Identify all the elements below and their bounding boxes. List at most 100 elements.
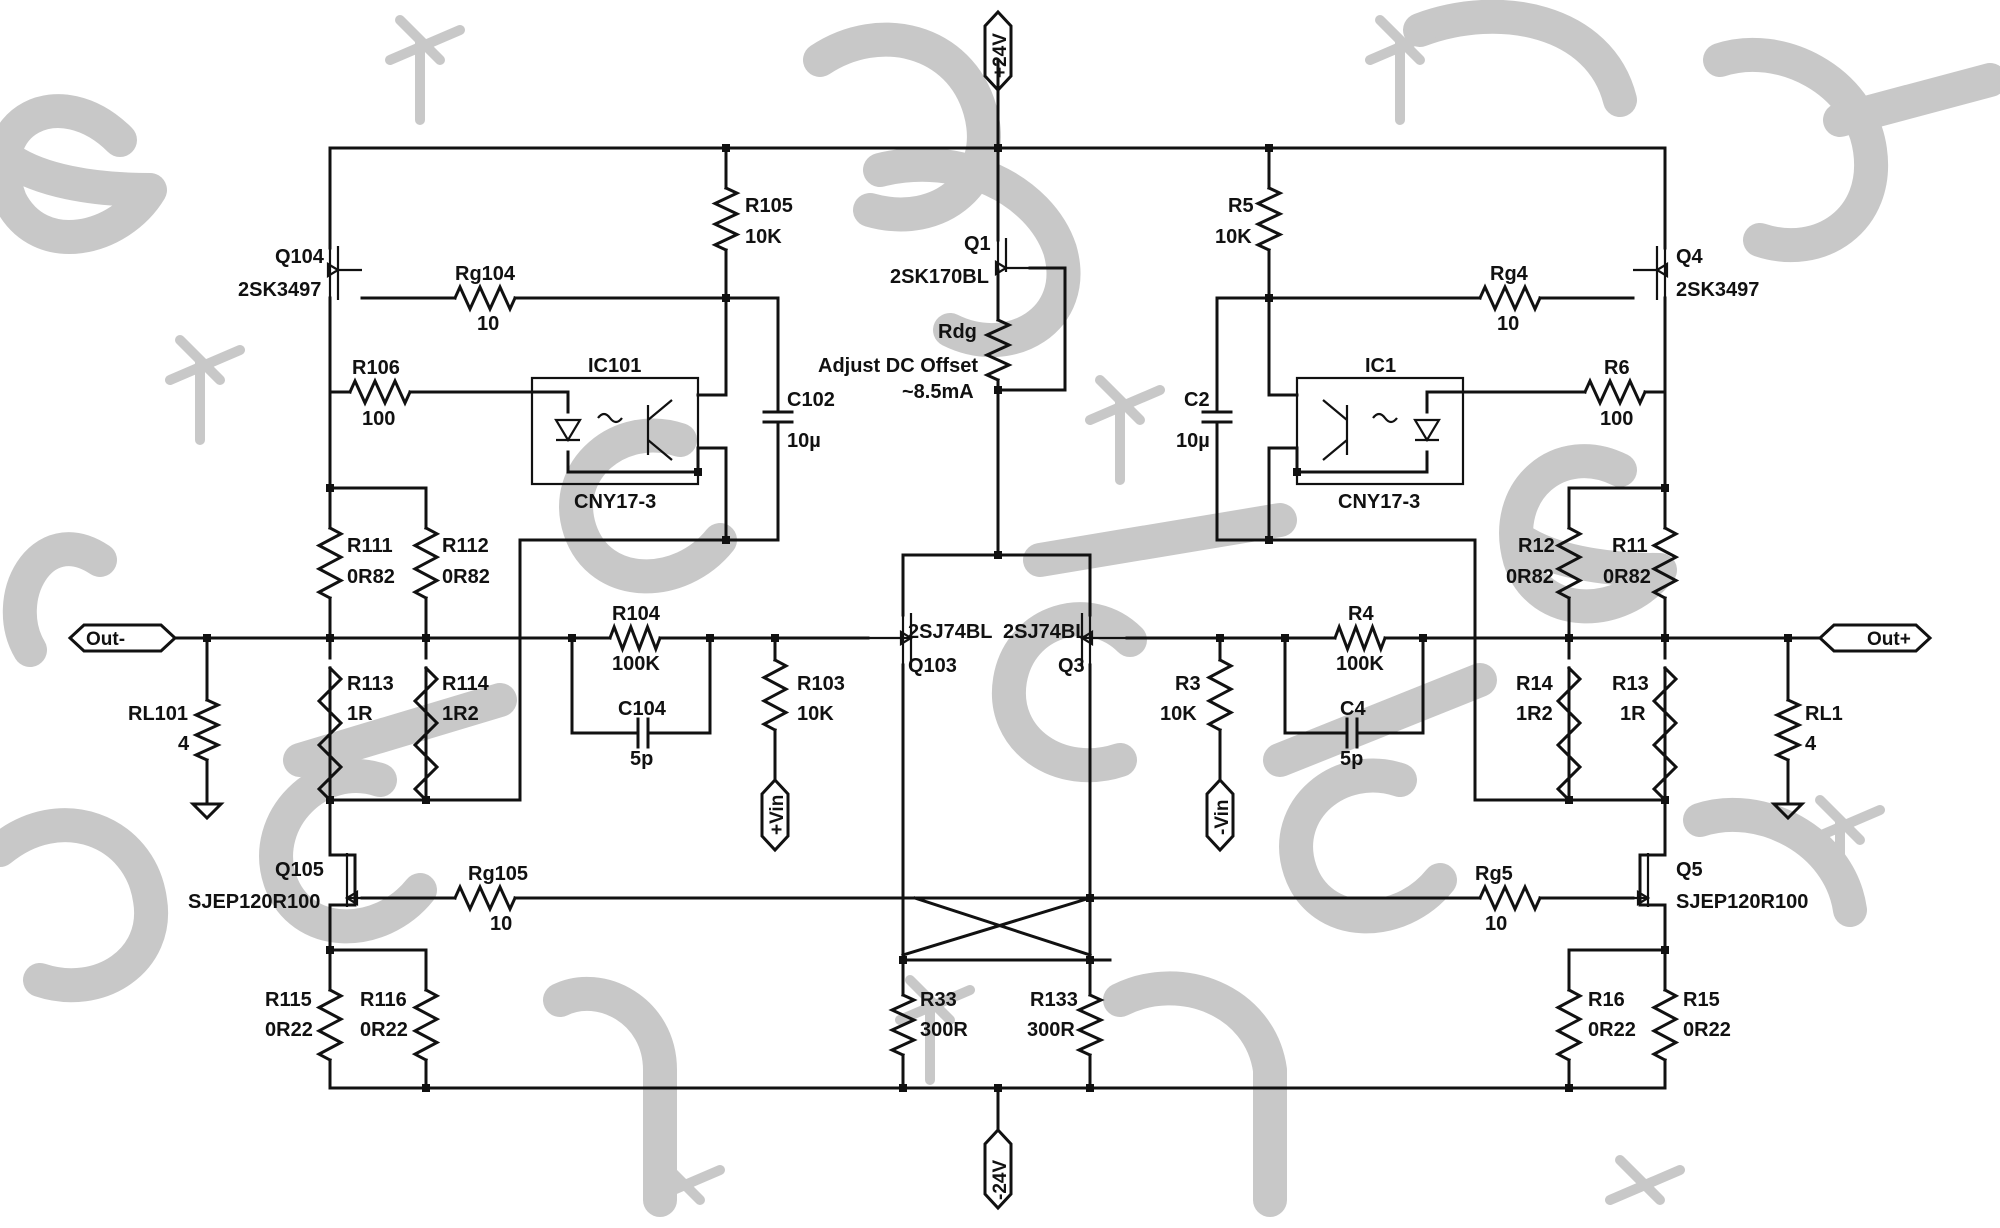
q4-val: 2SK3497 bbox=[1676, 279, 1759, 301]
rg5-ref: Rg5 bbox=[1475, 863, 1513, 885]
q5-ref: Q5 bbox=[1676, 859, 1703, 881]
port-out-pos bbox=[1817, 623, 1933, 653]
junction-9 bbox=[422, 634, 430, 642]
junction-26 bbox=[994, 386, 1002, 394]
rl101-val: 4 bbox=[178, 733, 190, 755]
rl101 bbox=[192, 698, 222, 762]
junction-11 bbox=[706, 634, 714, 642]
port-vpos-label: +24V bbox=[990, 33, 1011, 78]
c104-val: 5p bbox=[630, 748, 653, 770]
r12-ref: R12 bbox=[1518, 535, 1555, 557]
q104 bbox=[328, 246, 362, 300]
q105-val: SJEP120R100 bbox=[188, 891, 320, 913]
q103-val: 2SJ74BL bbox=[908, 621, 993, 643]
junction-2 bbox=[1265, 144, 1273, 152]
r112-ref: R112 bbox=[442, 535, 489, 557]
junction-13 bbox=[1784, 634, 1792, 642]
r105 bbox=[711, 186, 741, 252]
r104 bbox=[608, 622, 662, 654]
r14 bbox=[1555, 665, 1583, 803]
rg105 bbox=[453, 883, 517, 913]
r12-val: 0R82 bbox=[1506, 566, 1554, 588]
port-vin-neg bbox=[1205, 777, 1235, 853]
q3-arrow bbox=[1079, 630, 1094, 646]
q4 bbox=[1633, 246, 1667, 300]
q104-val: 2SK3497 bbox=[238, 279, 321, 301]
rg4-ref: Rg4 bbox=[1490, 263, 1529, 285]
junction-34 bbox=[1086, 1084, 1094, 1092]
port-out-pos-label: Out+ bbox=[1867, 629, 1911, 650]
r113 bbox=[316, 665, 344, 803]
junction-dots bbox=[203, 144, 1792, 1092]
r133 bbox=[1075, 993, 1105, 1057]
ic1-ref: IC1 bbox=[1365, 355, 1396, 377]
q1 bbox=[996, 238, 1030, 272]
rg105-val: 10 bbox=[490, 913, 512, 935]
junction-1 bbox=[994, 144, 1002, 152]
junction-15 bbox=[1565, 634, 1573, 642]
q4-ref: Q4 bbox=[1676, 246, 1704, 268]
r3-ref: R3 bbox=[1175, 673, 1201, 695]
r12 bbox=[1554, 525, 1584, 601]
r11-ref: R11 bbox=[1612, 535, 1648, 557]
q105-ref: Q105 bbox=[275, 859, 324, 881]
ic101-val: CNY17-3 bbox=[574, 491, 656, 513]
r16-ref: R16 bbox=[1588, 989, 1625, 1011]
rg104-ref: Rg104 bbox=[455, 263, 516, 285]
r11 bbox=[1650, 525, 1680, 601]
junction-24 bbox=[1661, 946, 1669, 954]
gnd-rl101 bbox=[189, 798, 225, 821]
r112-val: 0R82 bbox=[442, 566, 490, 588]
ic101 bbox=[530, 376, 700, 486]
junction-17 bbox=[1281, 634, 1289, 642]
port-out-neg bbox=[67, 623, 178, 653]
junction-0 bbox=[722, 144, 730, 152]
r106 bbox=[348, 377, 412, 407]
rl101-ref: RL101 bbox=[128, 703, 188, 725]
r111-ref: R111 bbox=[347, 535, 393, 557]
rg104-val: 10 bbox=[477, 313, 499, 335]
r33-ref: R33 bbox=[920, 989, 957, 1011]
q1-arrow bbox=[994, 260, 1009, 276]
rg5 bbox=[1478, 883, 1542, 913]
r114-val: 1R2 bbox=[442, 703, 479, 725]
junction-16 bbox=[1419, 634, 1427, 642]
r111-val: 0R82 bbox=[347, 566, 395, 588]
junction-32 bbox=[422, 1084, 430, 1092]
r111 bbox=[315, 525, 345, 601]
r16 bbox=[1554, 987, 1584, 1063]
junction-23 bbox=[326, 946, 334, 954]
port-vin-pos bbox=[760, 777, 790, 853]
r106-ref: R106 bbox=[352, 357, 400, 379]
junction-21 bbox=[1661, 796, 1669, 804]
junction-36 bbox=[1086, 894, 1094, 902]
r15-ref: R15 bbox=[1683, 989, 1720, 1011]
q103 bbox=[868, 613, 913, 667]
junction-28 bbox=[1265, 536, 1273, 544]
r3-val: 10K bbox=[1160, 703, 1197, 725]
r6-val: 100 bbox=[1600, 408, 1633, 430]
c2-val: 10µ bbox=[1176, 430, 1210, 452]
junction-30 bbox=[1086, 956, 1094, 964]
r14-ref: R14 bbox=[1516, 673, 1554, 695]
junction-14 bbox=[1661, 634, 1669, 642]
r112 bbox=[411, 525, 441, 601]
r4-ref: R4 bbox=[1348, 603, 1374, 625]
r33-val: 300R bbox=[920, 1019, 968, 1041]
junction-5 bbox=[326, 484, 334, 492]
r14-val: 1R2 bbox=[1516, 703, 1553, 725]
junction-27 bbox=[722, 536, 730, 544]
r116 bbox=[411, 987, 441, 1063]
junction-6 bbox=[1661, 484, 1669, 492]
r4-val: 100K bbox=[1336, 653, 1384, 675]
junction-18 bbox=[1216, 634, 1224, 642]
q104-ref: Q104 bbox=[275, 246, 325, 268]
rl1-val: 4 bbox=[1805, 733, 1817, 755]
c104 bbox=[636, 717, 650, 749]
c4 bbox=[1345, 717, 1359, 749]
rg104 bbox=[453, 283, 517, 313]
r105-val: 10K bbox=[745, 226, 782, 248]
r103-ref: R103 bbox=[797, 673, 845, 695]
r115-ref: R115 bbox=[265, 989, 312, 1011]
